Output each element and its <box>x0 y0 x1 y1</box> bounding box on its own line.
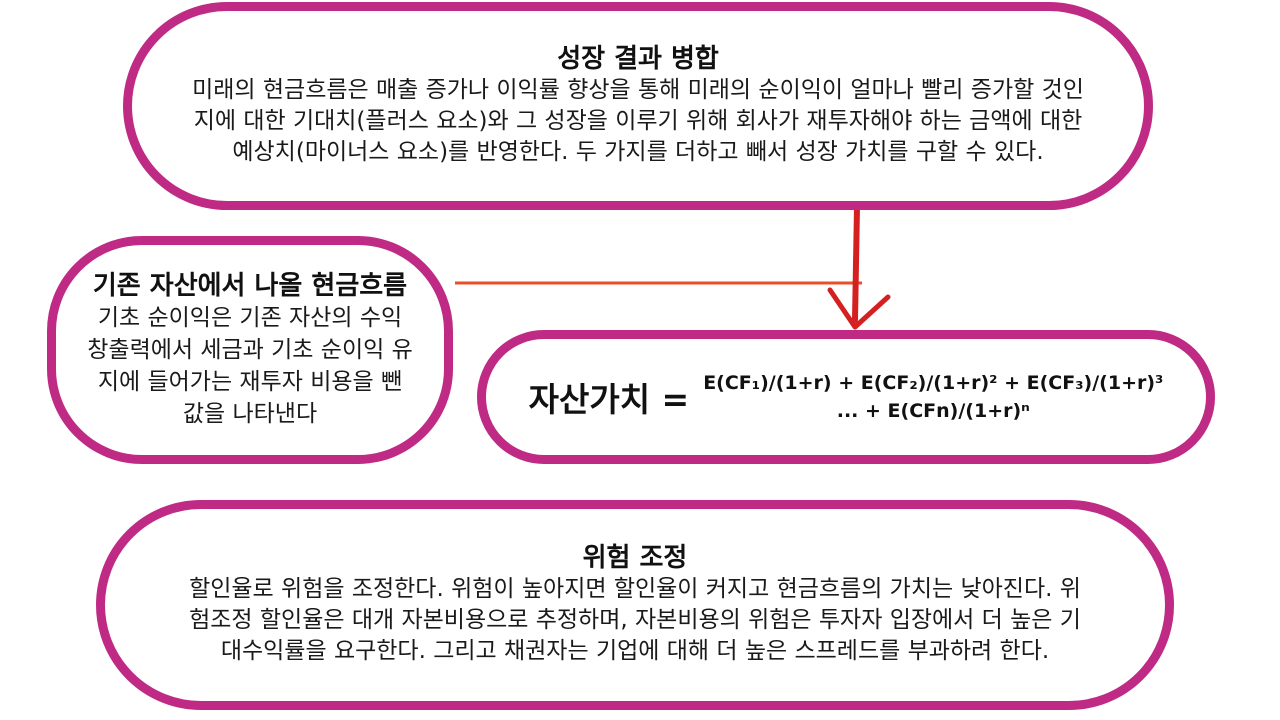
existing-title: 기존 자산에서 나올 현금흐름 <box>92 271 408 301</box>
formula-label: 자산가치 = <box>528 380 690 419</box>
formula-expression: E(CF₁)/(1+r) + E(CF₂)/(1+r)² + E(CF₃)/(1… <box>703 369 1163 425</box>
formula-line-1: E(CF₁)/(1+r) + E(CF₂)/(1+r)² + E(CF₃)/(1… <box>703 372 1164 394</box>
asset-value-formula-box: 자산가치 = E(CF₁)/(1+r) + E(CF₂)/(1+r)² + E(… <box>477 330 1215 464</box>
growth-merge-box: 성장 결과 병합 미래의 현금흐름은 매출 증가나 이익률 향상을 통해 미래의… <box>123 2 1153 210</box>
risk-title: 위험 조정 <box>582 542 688 573</box>
arrow-head-icon <box>827 287 891 330</box>
growth-body: 미래의 현금흐름은 매출 증가나 이익률 향상을 통해 미래의 순이익이 얼마나… <box>192 76 1084 165</box>
risk-body: 할인율로 위험을 조정한다. 위험이 높아지면 할인율이 커지고 현금흐름의 가… <box>189 575 1081 664</box>
existing-body: 기초 순이익은 기존 자산의 수익 창출력에서 세금과 기초 순이익 유지에 들… <box>87 305 413 427</box>
growth-title: 성장 결과 병합 <box>557 43 719 74</box>
formula-line-2: ... + E(CFn)/(1+r)ⁿ <box>836 400 1030 422</box>
existing-assets-box: 기존 자산에서 나올 현금흐름 기초 순이익은 기존 자산의 수익 창출력에서 … <box>47 236 453 464</box>
vertical-connector-line <box>852 204 860 323</box>
risk-adjustment-box: 위험 조정 할인율로 위험을 조정한다. 위험이 높아지면 할인율이 커지고 현… <box>96 500 1174 710</box>
